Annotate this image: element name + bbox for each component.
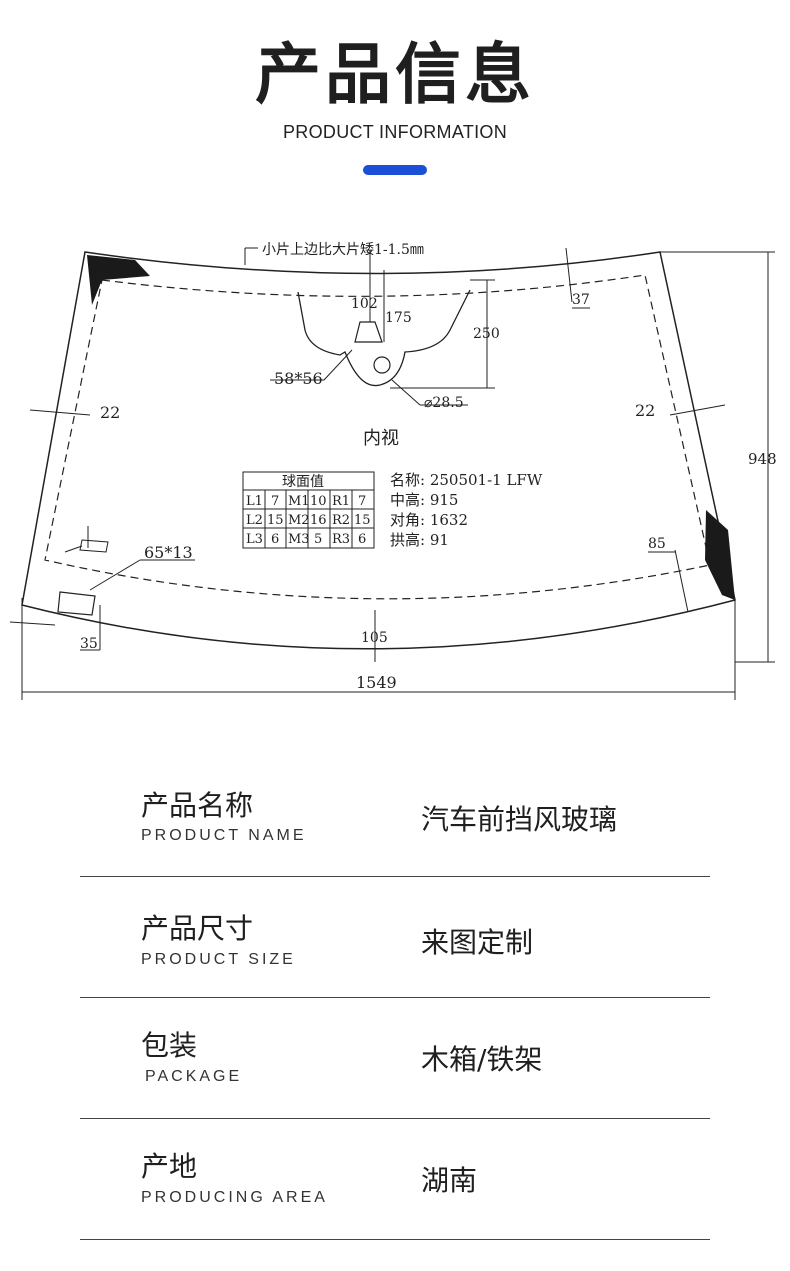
table-cell: 6 (271, 532, 279, 547)
spec-value: 湖南 (421, 1164, 478, 1197)
table-cell: 5 (314, 532, 322, 547)
spec-row-producing-area: 产地 PRODUCING AREA 湖南 (80, 1118, 710, 1240)
table-cell: R2 (332, 513, 350, 528)
dim-right-top: 37 (572, 292, 590, 308)
spec-value: 来图定制 (421, 926, 534, 959)
spec-value: 木箱/铁架 (421, 1043, 543, 1076)
spec-row-package: 包装 PACKAGE 木箱/铁架 (80, 997, 710, 1119)
spec-label-cn: 产品尺寸 (141, 912, 254, 945)
table-cell: R3 (332, 532, 350, 547)
spec-label-cn: 包装 (141, 1029, 198, 1062)
table-cell: L3 (246, 532, 263, 547)
spec-label-cn: 产品名称 (141, 789, 254, 822)
spec-row-product-name: 产品名称 PRODUCT NAME 汽车前挡风玻璃 (80, 755, 710, 877)
view-label: 内视 (363, 428, 399, 449)
glass-outline (21, 251, 736, 650)
curvature-table-title: 球面值 (282, 474, 324, 490)
spec-label-en: PRODUCT SIZE (141, 951, 296, 968)
dim-top-offset-1: 102 (351, 296, 378, 312)
bottom-tab (57, 591, 96, 616)
dim-overall-height: 948 (748, 450, 777, 468)
spec-row-product-size: 产品尺寸 PRODUCT SIZE 来图定制 (80, 876, 710, 998)
page-title: 产品信息 (255, 36, 535, 113)
corner-patch-right (705, 510, 735, 600)
table-cell: L2 (246, 513, 263, 528)
spec-line: 对角: 1632 (390, 511, 468, 529)
table-cell: 10 (310, 494, 327, 509)
dim-right-side: 22 (635, 401, 655, 420)
dim-bottom-center: 105 (361, 630, 388, 646)
table-cell: M2 (288, 513, 310, 528)
table-cell: L1 (246, 494, 263, 509)
spec-line: 拱高: 91 (390, 531, 449, 549)
dim-top-offset-2: 175 (385, 310, 412, 326)
dim-hole-diameter: ⌀28.5 (424, 395, 464, 411)
spec-label-en: PACKAGE (145, 1068, 243, 1085)
table-cell: 15 (267, 513, 284, 528)
spec-line: 中高: 915 (390, 491, 458, 509)
spec-label-cn: 产地 (141, 1150, 198, 1183)
table-cell: R1 (332, 494, 350, 509)
corner-patch-left (87, 255, 150, 305)
dim-bracket-size: 58*56 (274, 369, 323, 388)
spec-label-en: PRODUCING AREA (141, 1189, 328, 1206)
dim-bottom-left: 35 (80, 636, 98, 652)
dim-right-bottom: 85 (648, 536, 666, 552)
dim-overall-width: 1549 (356, 673, 397, 692)
table-cell: 15 (354, 513, 371, 528)
dim-bottom-tab: 65*13 (144, 543, 193, 562)
spec-label-en: PRODUCT NAME (141, 827, 307, 844)
page-subtitle: PRODUCT INFORMATION (282, 122, 508, 142)
accent-bar (363, 165, 427, 175)
windshield-drawing: 小片上边比大片矮1-1.5㎜ 102 175 250 37 58*56 ⌀28.… (9, 242, 777, 700)
table-cell: M3 (288, 532, 310, 547)
table-cell: 7 (271, 494, 279, 509)
mirror-bracket (297, 289, 471, 387)
table-cell: 16 (310, 513, 327, 528)
table-cell: M1 (288, 494, 310, 509)
spec-value: 汽车前挡风玻璃 (421, 803, 618, 836)
table-cell: 6 (358, 532, 366, 547)
dim-left-side: 22 (100, 403, 120, 422)
spec-line: 名称: 250501-1 LFW (390, 471, 543, 489)
dim-bracket-height: 250 (473, 326, 500, 342)
table-cell: 7 (358, 494, 366, 509)
top-note: 小片上边比大片矮1-1.5㎜ (262, 242, 424, 258)
